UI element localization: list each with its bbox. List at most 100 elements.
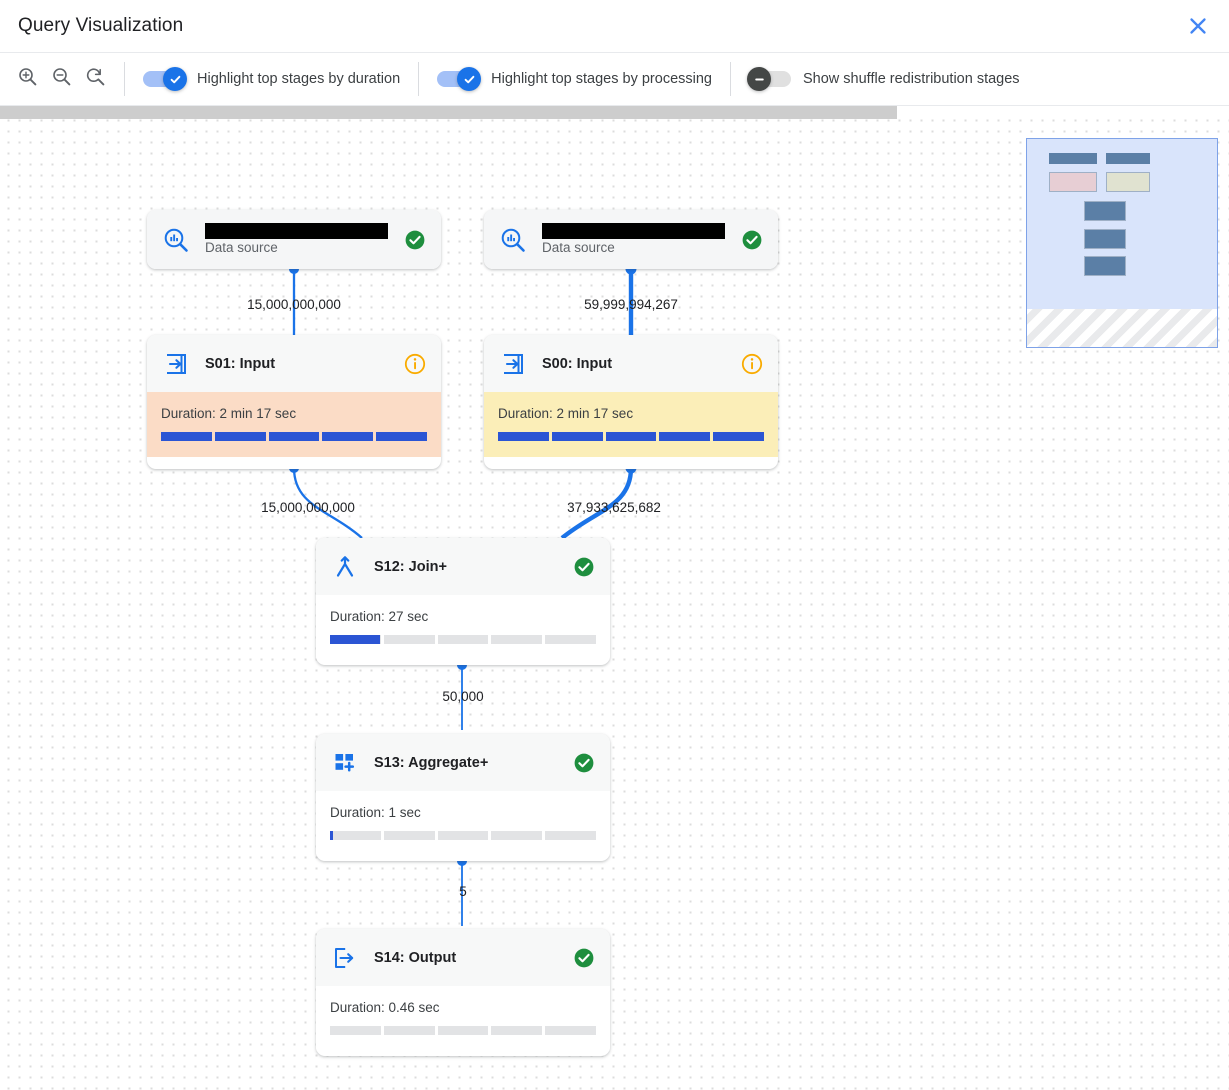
edge-label-ds-left-s01: 15,000,000,000	[247, 297, 341, 312]
toggle-label-shuffle: Show shuffle redistribution stages	[803, 71, 1020, 87]
meter-segment	[551, 432, 603, 441]
minus-icon	[754, 78, 764, 80]
dialog-header: Query Visualization	[0, 0, 1229, 52]
node-title-wrap: Data source	[205, 222, 395, 257]
duration-meter	[330, 1026, 596, 1035]
node-body: Duration: 2 min 17 sec	[484, 392, 778, 457]
status-badge-success	[740, 228, 764, 252]
edge-label-s12-s13: 50,000	[442, 689, 484, 704]
toggle-label-processing: Highlight top stages by processing	[491, 71, 712, 87]
toggle-switch-duration[interactable]	[143, 67, 187, 91]
meter-segment	[545, 831, 596, 840]
node-title-redacted	[542, 222, 725, 239]
minimap-node-ds-left	[1049, 153, 1097, 164]
meter-segment	[498, 432, 549, 441]
graph-minimap[interactable]	[1026, 138, 1218, 348]
meter-segment	[437, 831, 489, 840]
node-duration: Duration: 27 sec	[330, 609, 429, 624]
meter-segment	[214, 432, 266, 441]
node-header: S00: Input	[484, 335, 778, 392]
duration-meter	[330, 831, 596, 840]
switch-thumb	[163, 67, 187, 91]
toggle-switch-shuffle[interactable]	[747, 67, 791, 91]
status-badge-success	[403, 228, 427, 252]
node-subtitle: Data source	[542, 239, 615, 255]
graph-canvas[interactable]: 15,000,000,000 59,999,994,267 15,000,000…	[0, 106, 1229, 1090]
node-title: S12: Join+	[374, 558, 447, 575]
node-title-wrap: S13: Aggregate+	[374, 754, 564, 772]
zoom-controls	[0, 53, 124, 105]
node-stage-s12[interactable]: S12: Join+ Duration: 27 sec	[316, 538, 610, 665]
close-button[interactable]	[1181, 9, 1215, 43]
node-title-wrap: S14: Output	[374, 949, 564, 967]
page-title: Query Visualization	[18, 15, 184, 36]
node-title: S14: Output	[374, 949, 457, 966]
zoom-reset-button[interactable]	[78, 62, 112, 96]
zoom-in-icon	[17, 66, 38, 92]
node-duration: Duration: 2 min 17 sec	[161, 406, 297, 421]
node-stage-s14[interactable]: S14: Output Duration: 0.46 sec	[316, 929, 610, 1056]
node-title-wrap: S01: Input	[205, 355, 395, 373]
zoom-in-button[interactable]	[10, 62, 44, 96]
node-subtitle: Data source	[205, 239, 278, 255]
node-data-source-left[interactable]: Data source	[147, 210, 441, 269]
meter-segment	[383, 831, 435, 840]
meter-segment	[383, 635, 435, 644]
toggle-switch-processing[interactable]	[437, 67, 482, 91]
node-header: S13: Aggregate+	[316, 734, 610, 791]
switch-thumb	[457, 67, 482, 91]
edge-label-s00-s12: 37,933,625,682	[567, 500, 661, 515]
node-body: Duration: 1 sec	[316, 791, 610, 856]
meter-segment	[659, 432, 711, 441]
toggle-show-shuffle[interactable]: Show shuffle redistribution stages	[731, 53, 1038, 105]
node-body: Duration: 2 min 17 sec	[147, 392, 441, 457]
meter-segment	[322, 432, 374, 441]
input-arrow-icon	[498, 349, 528, 379]
meter-segment	[330, 831, 381, 840]
duration-meter	[498, 432, 764, 441]
minimap-node-s00	[1106, 172, 1150, 192]
toggle-highlight-processing[interactable]: Highlight top stages by processing	[419, 53, 730, 105]
check-icon	[464, 75, 474, 83]
node-title-wrap: Data source	[542, 222, 732, 257]
minimap-offscreen-hatch	[1027, 309, 1217, 347]
node-stage-s01[interactable]: S01: Input Duration: 2 min 17 sec	[147, 335, 441, 469]
status-badge-info[interactable]	[740, 352, 764, 376]
duration-meter	[161, 432, 427, 441]
node-stage-s13[interactable]: S13: Aggregate+ Duration: 1 sec	[316, 734, 610, 861]
toggle-highlight-duration[interactable]: Highlight top stages by duration	[125, 53, 418, 105]
meter-segment	[491, 635, 543, 644]
node-title: S01: Input	[205, 355, 276, 372]
duration-meter	[330, 635, 596, 644]
horizontal-scrollbar-thumb[interactable]	[0, 106, 897, 119]
minimap-node-s14	[1084, 256, 1126, 276]
node-title: S00: Input	[542, 355, 613, 372]
toolbar: Highlight top stages by duration Highlig…	[0, 52, 1229, 106]
minimap-node-s01	[1049, 172, 1097, 192]
node-header: Data source	[147, 210, 441, 269]
meter-segment	[545, 635, 596, 644]
meter-segment	[383, 1026, 435, 1035]
data-source-icon	[161, 225, 191, 255]
output-arrow-icon	[330, 943, 360, 973]
zoom-reset-icon	[85, 66, 106, 92]
minimap-node-s12	[1084, 201, 1126, 221]
status-badge-info[interactable]	[403, 352, 427, 376]
meter-segment	[268, 432, 320, 441]
node-title-redacted	[205, 222, 388, 239]
toolbar-divider-1	[124, 62, 125, 96]
zoom-out-button[interactable]	[44, 62, 78, 96]
horizontal-scrollbar-track[interactable]	[0, 106, 1229, 119]
meter-segment	[330, 635, 381, 644]
meter-segment	[605, 432, 657, 441]
node-title: S13: Aggregate+	[374, 754, 489, 771]
node-data-source-right[interactable]: Data source	[484, 210, 778, 269]
close-icon	[1187, 15, 1209, 37]
node-stage-s00[interactable]: S00: Input Duration: 2 min 17 sec	[484, 335, 778, 469]
node-header: S12: Join+	[316, 538, 610, 595]
aggregate-icon	[330, 748, 360, 778]
meter-segment	[437, 635, 489, 644]
edge-label-ds-right-s00: 59,999,994,267	[584, 297, 678, 312]
toolbar-divider-3	[730, 62, 731, 96]
meter-segment	[437, 1026, 489, 1035]
